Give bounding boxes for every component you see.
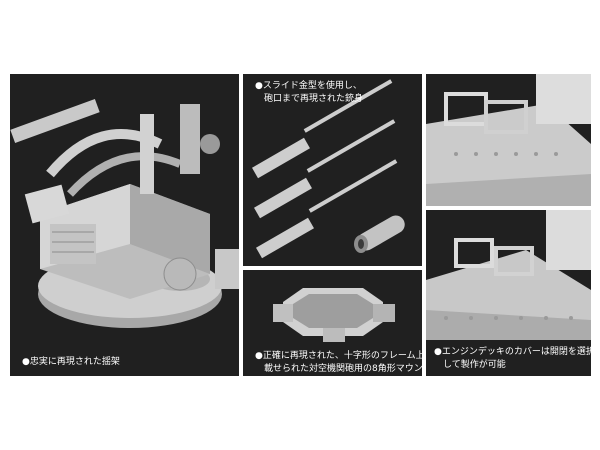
barrel-2 bbox=[254, 119, 396, 219]
engine-deck-top-render bbox=[426, 74, 591, 206]
octagonal-mount-render bbox=[273, 288, 395, 342]
caption-gun-barrels: ●スライド金型を使用し、 砲口まで再現された銃身 bbox=[255, 80, 363, 106]
muzzle-closeup bbox=[354, 215, 405, 253]
panel-gun-barrels: ●スライド金型を使用し、 砲口まで再現された銃身 bbox=[243, 74, 422, 266]
panel-octagonal-mount: ●正確に再現された、十字形のフレーム上に 載せられた対空機関砲用の8角形マウント bbox=[243, 270, 422, 376]
caption-octagonal-mount-line1: ●正確に再現された、十字形のフレーム上に bbox=[255, 351, 422, 361]
caption-engine-deck: ●エンジンデッキのカバーは開閉を選択 して製作が可能 bbox=[434, 346, 591, 372]
panel-gun-cradle: ●忠実に再現された揺架 bbox=[10, 74, 239, 376]
caption-octagonal-mount-line2: 載せられた対空機関砲用の8角形マウント bbox=[255, 364, 422, 374]
barrel-1 bbox=[252, 79, 393, 179]
gun-barrels-render bbox=[252, 79, 405, 259]
barrel-3 bbox=[256, 159, 398, 259]
caption-engine-deck-line2: して製作が可能 bbox=[434, 360, 506, 370]
caption-gun-barrels-line2: 砲口まで再現された銃身 bbox=[255, 94, 364, 104]
caption-gun-cradle: ●忠実に再現された揺架 bbox=[22, 356, 120, 369]
panel-engine-deck-bottom: ●エンジンデッキのカバーは開閉を選択 して製作が可能 bbox=[426, 210, 591, 376]
caption-octagonal-mount: ●正確に再現された、十字形のフレーム上に 載せられた対空機関砲用の8角形マウント bbox=[255, 350, 422, 376]
panel-engine-deck-top bbox=[426, 74, 591, 206]
caption-gun-barrels-line1: ●スライド金型を使用し、 bbox=[255, 81, 362, 91]
engine-deck-bottom-render bbox=[426, 210, 591, 340]
caption-engine-deck-line1: ●エンジンデッキのカバーは開閉を選択 bbox=[434, 347, 591, 357]
caption-gun-cradle-line1: ●忠実に再現された揺架 bbox=[22, 357, 120, 367]
gun-cradle-render bbox=[10, 99, 239, 328]
